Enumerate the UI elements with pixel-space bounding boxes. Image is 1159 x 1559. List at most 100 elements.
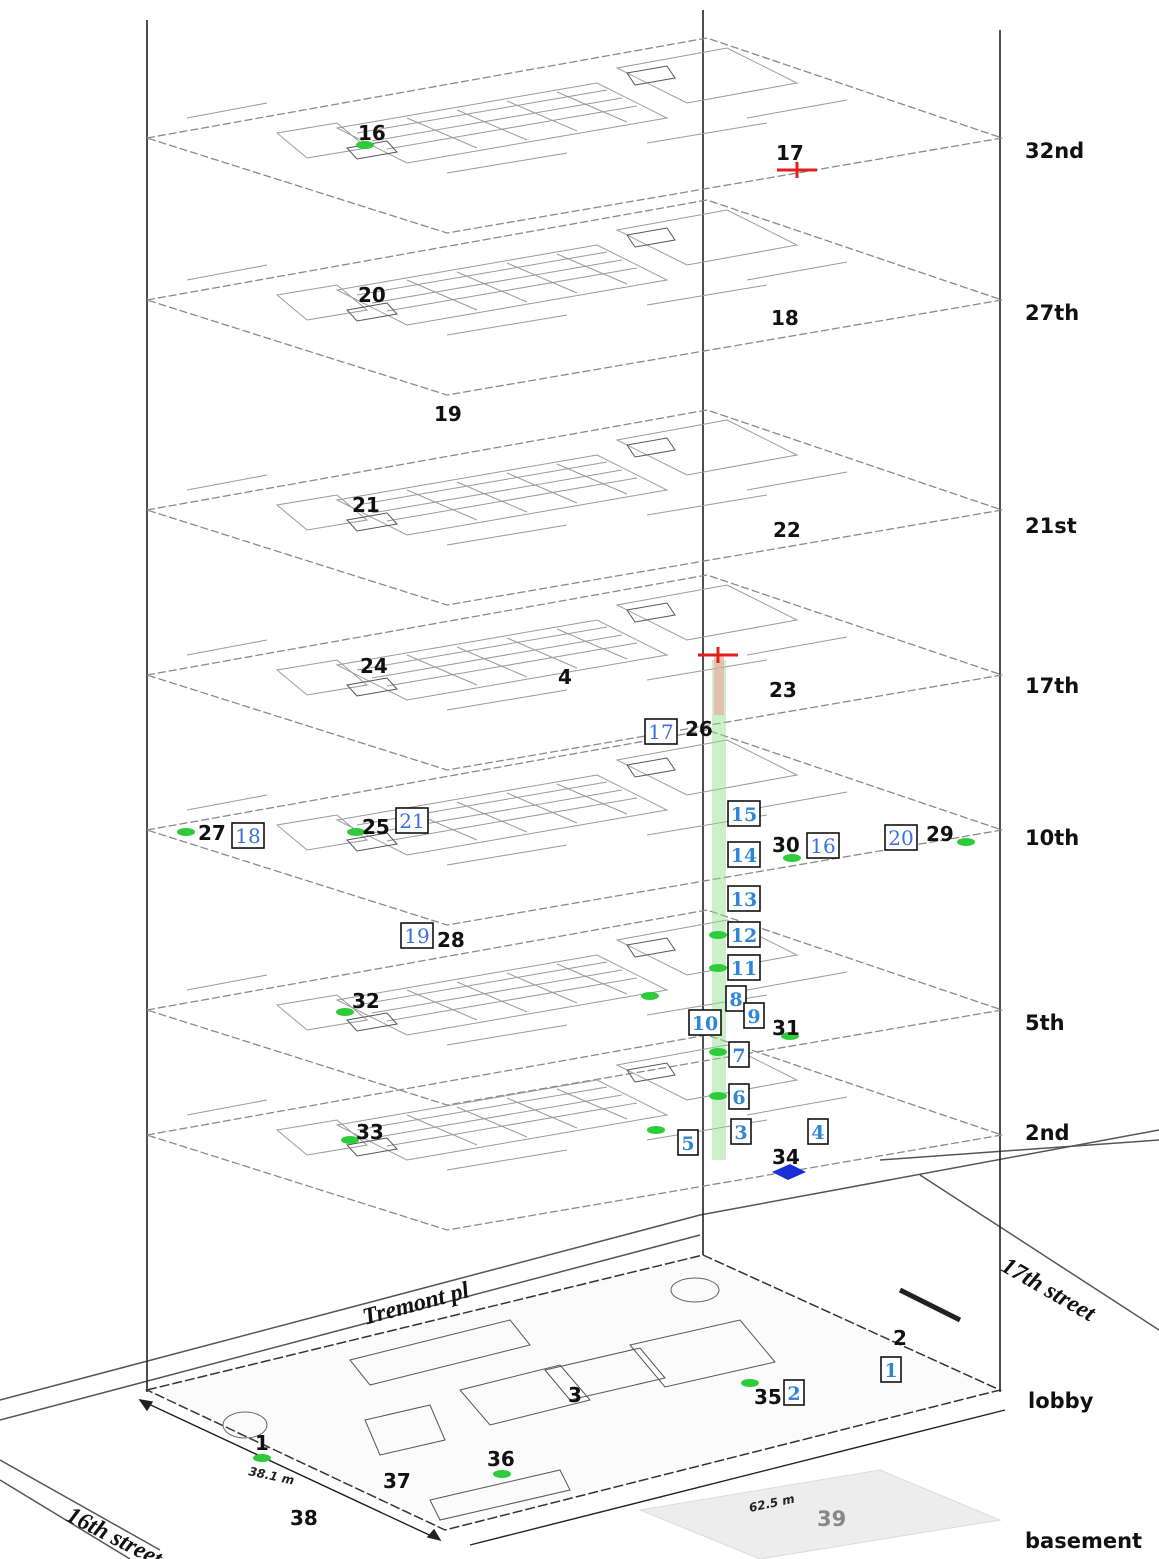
rx-mark <box>898 1287 962 1323</box>
marker-29: 29 <box>926 822 954 846</box>
green-dot-14 <box>741 1379 759 1387</box>
label-box-text-16: 16 <box>810 834 835 858</box>
label-box-text-13: 13 <box>731 889 757 911</box>
blue-marker-34 <box>772 1164 806 1180</box>
label-box-text-12: 12 <box>731 925 757 947</box>
marker-31: 31 <box>772 1016 800 1040</box>
green-dot-6 <box>709 964 727 972</box>
marker-36: 36 <box>487 1447 515 1471</box>
label-box-text-8: 8 <box>729 989 742 1011</box>
floor-plate-lobby <box>144 1254 1003 1531</box>
label-box-1 <box>880 1356 902 1383</box>
marker-21: 21 <box>352 493 380 517</box>
marker-3: 3 <box>568 1383 582 1407</box>
label-box-15 <box>727 800 761 827</box>
marker-1: 1 <box>255 1431 269 1455</box>
marker-30: 30 <box>772 833 800 857</box>
marker-19: 19 <box>434 402 462 426</box>
green-dot-10 <box>781 1032 799 1040</box>
label-box-10 <box>688 1009 722 1036</box>
label-box-17 <box>644 718 678 745</box>
floor-label-32nd: 32nd <box>1025 139 1084 163</box>
markers-layer: 1234161718192021222324252627282930313233… <box>177 121 975 1531</box>
dimension-width: 38.1 m <box>247 1464 295 1487</box>
floor-label-2nd: 2nd <box>1025 1121 1070 1145</box>
green-dot-15 <box>253 1454 271 1462</box>
floor-label-17th: 17th <box>1025 674 1079 698</box>
label-box-text-6: 6 <box>732 1087 745 1109</box>
floor-label-basement: basement <box>1025 1529 1142 1553</box>
marker-33: 33 <box>356 1120 384 1144</box>
label-box-text-1: 1 <box>884 1360 897 1382</box>
label-box-text-14: 14 <box>731 845 757 867</box>
label-box-21 <box>395 807 429 834</box>
marker-34: 34 <box>772 1145 800 1169</box>
label-box-text-9: 9 <box>747 1006 760 1028</box>
street-label-16th: 16th street <box>62 1502 167 1559</box>
green-dot-8 <box>709 1048 727 1056</box>
floor-plate-27th <box>146 199 1003 396</box>
marker-24: 24 <box>360 654 388 678</box>
marker-20: 20 <box>358 283 386 307</box>
marker-25: 25 <box>362 815 390 839</box>
label-box-text-11: 11 <box>731 958 757 980</box>
label-box-text-10: 10 <box>692 1013 718 1035</box>
label-box-20 <box>884 824 918 851</box>
label-box-5 <box>677 1129 699 1156</box>
vertical-guides <box>146 10 1001 1392</box>
label-box-14 <box>727 841 761 868</box>
label-box-4 <box>807 1118 829 1145</box>
green-dot-4 <box>957 838 975 846</box>
marker-17: 17 <box>776 141 804 165</box>
label-box-6 <box>728 1083 750 1110</box>
floor-label-21st: 21st <box>1025 514 1077 538</box>
label-box-text-20: 20 <box>888 826 913 850</box>
vertical-route <box>712 655 726 1160</box>
floor-plate-2nd <box>146 1034 1003 1231</box>
marker-38: 38 <box>290 1506 318 1530</box>
label-box-text-18: 18 <box>235 824 260 848</box>
label-box-2 <box>783 1379 805 1406</box>
green-dot-11 <box>341 1136 359 1144</box>
street-label-17th: 17th street <box>997 1253 1101 1328</box>
floor-plate-32nd <box>146 37 1003 234</box>
label-box-19 <box>400 922 434 949</box>
marker-35: 35 <box>754 1385 782 1409</box>
marker-22: 22 <box>773 518 801 542</box>
marker-32: 32 <box>352 989 380 1013</box>
floor-label-10th: 10th <box>1025 826 1079 850</box>
marker-4: 4 <box>558 665 572 689</box>
label-box-text-15: 15 <box>731 804 757 826</box>
label-box-11 <box>727 954 761 981</box>
green-dot-9 <box>336 1008 354 1016</box>
marker-2: 2 <box>893 1326 907 1350</box>
marker-16: 16 <box>358 121 386 145</box>
floor-label-27th: 27th <box>1025 301 1079 325</box>
label-box-9 <box>743 1002 765 1029</box>
marker-18: 18 <box>771 306 799 330</box>
label-box-text-5: 5 <box>681 1133 694 1155</box>
label-box-7 <box>728 1041 750 1068</box>
label-box-text-3: 3 <box>734 1122 747 1144</box>
floor-label-5th: 5th <box>1025 1011 1065 1035</box>
green-dot-0 <box>356 141 374 149</box>
label-box-text-2: 2 <box>787 1383 800 1405</box>
floor-label-lobby: lobby <box>1028 1389 1094 1413</box>
floor-plate-21st <box>146 409 1003 606</box>
floor-plate-17th <box>146 574 1003 771</box>
street-lines <box>0 1129 1159 1559</box>
label-box-text-4: 4 <box>811 1122 824 1144</box>
label-box-text-17: 17 <box>648 720 673 744</box>
green-dot-2 <box>347 828 365 836</box>
marker-39: 39 <box>817 1507 846 1531</box>
green-dot-1 <box>177 828 195 836</box>
floor-plate-10th <box>146 729 1003 926</box>
label-box-13 <box>727 885 761 912</box>
green-dot-16 <box>493 1470 511 1478</box>
green-dot-12 <box>709 1092 727 1100</box>
label-box-18 <box>231 822 265 849</box>
green-dot-13 <box>647 1126 665 1134</box>
label-box-16 <box>806 832 840 859</box>
label-box-8 <box>725 985 747 1012</box>
